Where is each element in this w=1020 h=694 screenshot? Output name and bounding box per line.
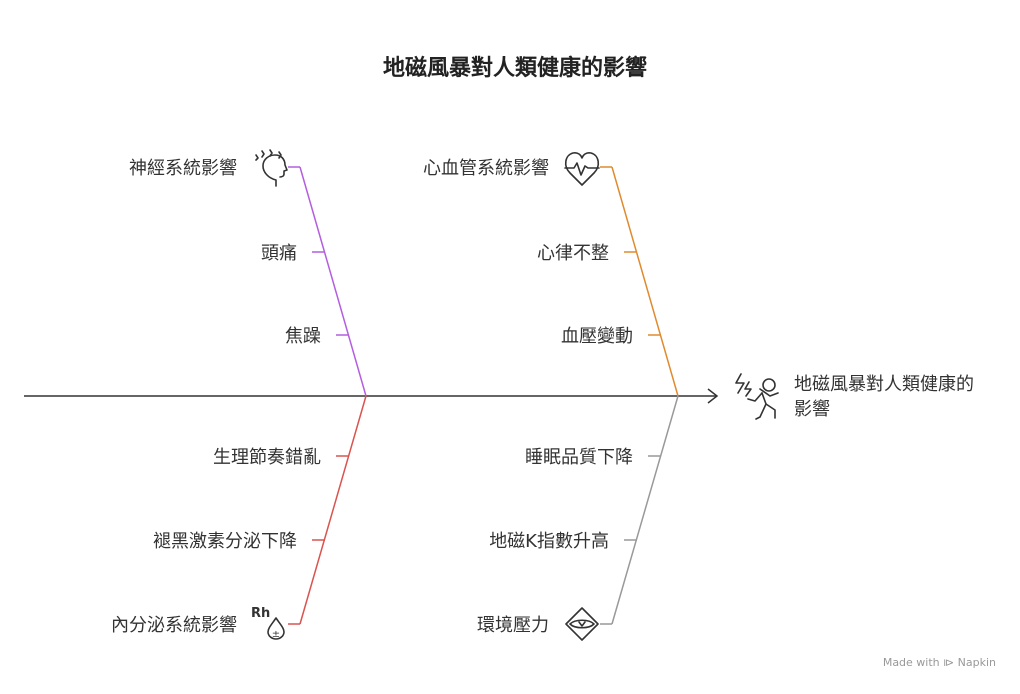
branch-line — [611, 395, 679, 625]
cause-label: 血壓變動 — [561, 326, 633, 347]
cause-label: 焦躁 — [285, 326, 321, 347]
effect-label-line1: 地磁風暴對人類健康的 — [794, 374, 974, 395]
diagram-title: 地磁風暴對人類健康的影響 — [383, 55, 647, 81]
cause-label: 地磁K指數升高 — [489, 531, 609, 552]
cause-label: 心律不整 — [537, 243, 609, 264]
category-label: 環境壓力 — [477, 615, 549, 636]
branch-cardiovascular: 心血管系統影響 心律不整 血壓變動 — [423, 152, 679, 397]
category-label: 心血管系統影響 — [423, 158, 549, 179]
plusminus-text: ± — [272, 629, 280, 640]
cause-label: 睡眠品質下降 — [525, 447, 633, 468]
category-label: 內分泌系統影響 — [111, 615, 237, 636]
rh-text: Rh — [251, 606, 270, 621]
branch-line — [299, 395, 367, 625]
category-label: 神經系統影響 — [129, 158, 237, 179]
heart-pulse-icon — [564, 152, 600, 186]
cause-label: 頭痛 — [261, 243, 297, 264]
branch-line — [611, 166, 679, 397]
person-lightning-icon — [735, 373, 779, 420]
blood-drop-rh-icon: Rh ± — [251, 606, 285, 640]
branch-line — [299, 166, 367, 397]
spine-arrowhead — [707, 388, 719, 404]
cause-label: 褪黑激素分泌下降 — [153, 531, 297, 552]
branch-nervous: 神經系統影響 頭痛 焦躁 — [129, 149, 367, 397]
head-pain-icon — [255, 149, 288, 187]
cause-label: 生理節奏錯亂 — [213, 447, 321, 468]
branch-endocrine: 內分泌系統影響 生理節奏錯亂 褪黑激素分泌下降 Rh ± — [111, 395, 367, 640]
eye-diamond-icon — [565, 607, 599, 641]
napkin-brand[interactable]: Made with ⧐ Napkin — [883, 656, 996, 669]
branch-environment: 環境壓力 睡眠品質下降 地磁K指數升高 — [477, 395, 679, 641]
effect-label-line2: 影響 — [794, 399, 830, 420]
